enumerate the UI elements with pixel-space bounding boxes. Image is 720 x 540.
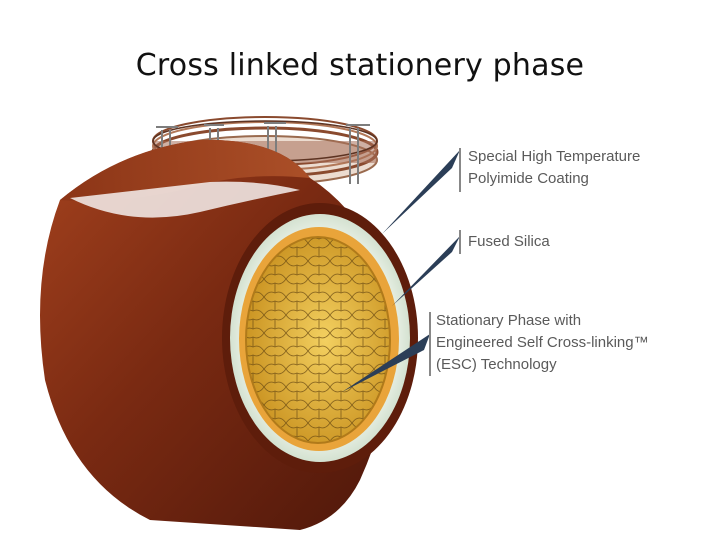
callout-phase: Stationary Phase with Engineered Self Cr… xyxy=(436,310,649,376)
callout-bar-silica xyxy=(459,230,461,254)
callout-pointers xyxy=(342,150,460,392)
callout-coating-line-2: Polyimide Coating xyxy=(468,170,589,187)
callout-phase-line-1: Stationary Phase with xyxy=(436,312,582,329)
column-tube-illustration xyxy=(40,139,418,530)
callout-silica: Fused Silica xyxy=(468,231,550,253)
pointer-silica xyxy=(392,236,460,306)
pointer-phase xyxy=(342,334,430,392)
callout-coating: Special High Temperature Polyimide Coati… xyxy=(468,146,640,190)
callout-bar-phase xyxy=(429,312,431,376)
callout-bar-coating xyxy=(459,148,461,192)
pointer-coating xyxy=(382,150,460,234)
callout-phase-line-3: (ESC) Technology xyxy=(436,356,557,373)
slide-title: Cross linked stationery phase xyxy=(135,48,585,83)
callout-phase-line-2: Engineered Self Cross-linking™ xyxy=(436,334,649,351)
callout-silica-line-1: Fused Silica xyxy=(468,233,550,250)
callout-coating-line-1: Special High Temperature xyxy=(468,148,641,165)
